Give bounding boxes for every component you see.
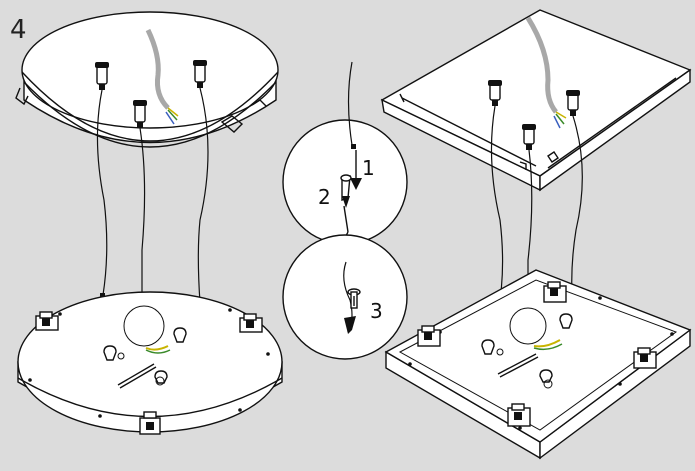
- detail-circle-bottom: [282, 234, 408, 360]
- mounting-clip: [543, 281, 567, 303]
- mounting-clip: [633, 347, 657, 369]
- mounting-clip: [417, 325, 441, 347]
- detail-circle-top: [282, 61, 408, 263]
- ceiling-screw: [488, 80, 502, 106]
- ceiling-screw: [95, 62, 109, 90]
- ceiling-screw: [566, 90, 580, 116]
- callout-1: 1: [362, 156, 375, 180]
- mounting-clip: [507, 403, 531, 427]
- mounting-clip: [35, 311, 59, 331]
- callout-2: 2: [318, 185, 331, 209]
- callout-3: 3: [370, 299, 383, 323]
- ceiling-screw: [133, 100, 147, 128]
- mains-cable: [525, 16, 567, 129]
- step-number: 4: [10, 15, 27, 45]
- mounting-clip: [139, 411, 161, 435]
- round-ceiling-mount: [15, 11, 279, 148]
- ceiling-screw: [193, 60, 207, 88]
- mounting-clip: [239, 313, 263, 333]
- ceiling-screw: [522, 124, 536, 150]
- mains-cable: [145, 28, 179, 125]
- square-ceiling-mount: [380, 9, 692, 192]
- round-base-plate: [17, 291, 283, 433]
